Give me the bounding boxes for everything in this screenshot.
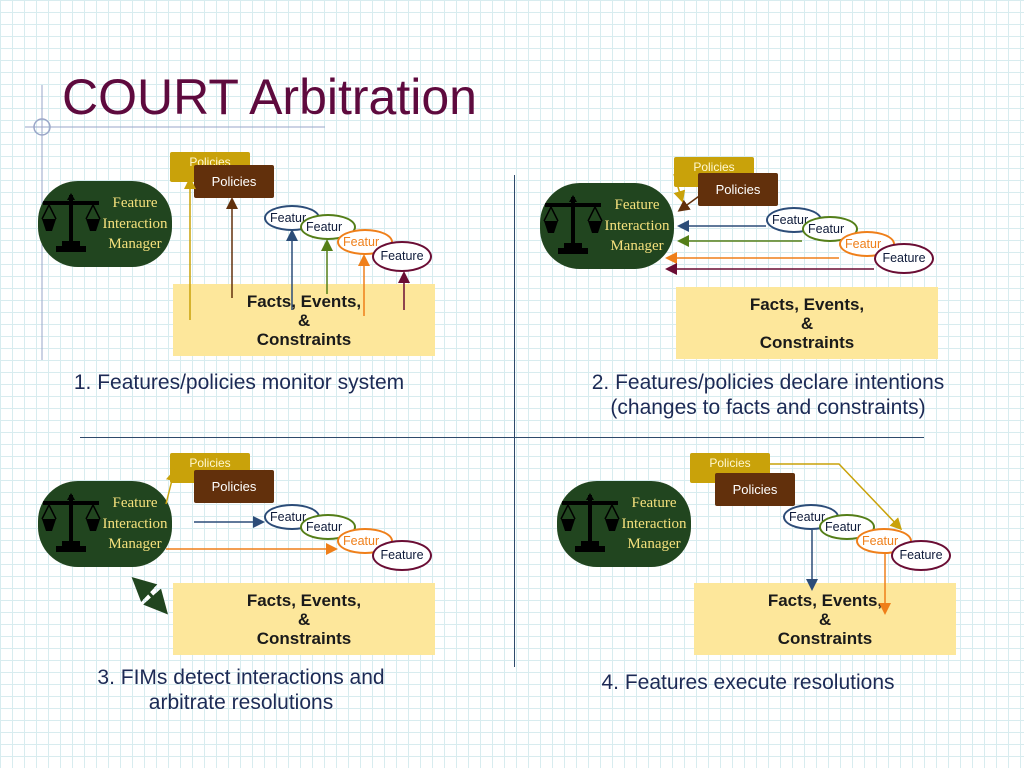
policies-box-front: Policies <box>715 473 795 506</box>
page-title: COURT Arbitration <box>62 69 477 125</box>
feature-ellipse-4: Feature <box>372 241 432 272</box>
panel-1-caption: 1. Features/policies monitor system <box>73 371 405 394</box>
panel-4-caption: 4. Features execute resolutions <box>601 671 895 694</box>
policies-box-front: Policies <box>194 470 274 503</box>
policies-box-front: Policies <box>194 165 274 198</box>
panel-1-arrows <box>184 177 410 320</box>
panel-2-arrows <box>665 173 874 275</box>
scales-of-justice-icon <box>543 195 603 254</box>
facts-events-constraints-box: Facts, Events,&Constraints <box>173 284 435 356</box>
facts-events-constraints-box: Facts, Events,&Constraints <box>694 583 956 655</box>
scales-of-justice-icon <box>41 193 101 252</box>
horizontal-divider <box>80 437 924 438</box>
scales-of-justice-icon <box>41 493 101 552</box>
feature-ellipse-4: Feature <box>372 540 432 571</box>
feature-ellipse-2: Featur <box>300 514 356 540</box>
policies-box-front: Policies <box>698 173 778 206</box>
facts-events-constraints-box: Facts, Events,&Constraints <box>173 583 435 655</box>
facts-events-constraints-box: Facts, Events,&Constraints <box>676 287 938 359</box>
scales-of-justice-icon <box>560 493 620 552</box>
panel-4-arrows <box>770 463 903 615</box>
vertical-divider <box>514 175 515 667</box>
feature-ellipse-3: Featur <box>839 231 895 257</box>
feature-ellipse-4: Feature <box>891 540 951 571</box>
feature-ellipse-4: Feature <box>874 243 934 274</box>
panel-3-arrows <box>131 469 338 615</box>
panel-2-caption: 2. Features/policies declare intentions … <box>591 371 945 419</box>
panel-3-caption: 3. FIMs detect interactions and arbitrat… <box>97 666 385 714</box>
